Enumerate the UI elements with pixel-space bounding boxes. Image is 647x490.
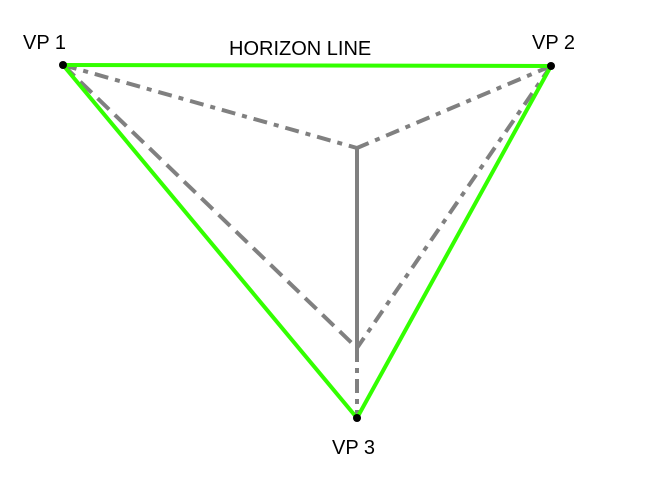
vp2-label: VP 2 bbox=[532, 32, 575, 54]
horizon-line bbox=[61, 63, 553, 68]
vp1-point bbox=[59, 61, 67, 69]
vp3-point bbox=[353, 414, 361, 422]
vanishing-points bbox=[59, 61, 555, 422]
perspective-frame bbox=[61, 63, 553, 420]
vp1-to-vp3-line bbox=[61, 63, 359, 420]
vp2-to-vp3-line bbox=[355, 64, 553, 420]
vp1-to-top-corner-line bbox=[62, 63, 358, 150]
vp2-point bbox=[547, 62, 555, 70]
vp1-to-bottom-corner-line bbox=[61, 63, 359, 350]
construction-lines bbox=[61, 63, 553, 418]
vp3-label: VP 3 bbox=[332, 437, 375, 459]
horizon-line-label: HORIZON LINE bbox=[229, 38, 371, 60]
vp2-to-top-corner-line bbox=[356, 64, 552, 150]
vp1-label: VP 1 bbox=[23, 32, 66, 54]
vp2-to-bottom-corner-line bbox=[355, 64, 553, 350]
